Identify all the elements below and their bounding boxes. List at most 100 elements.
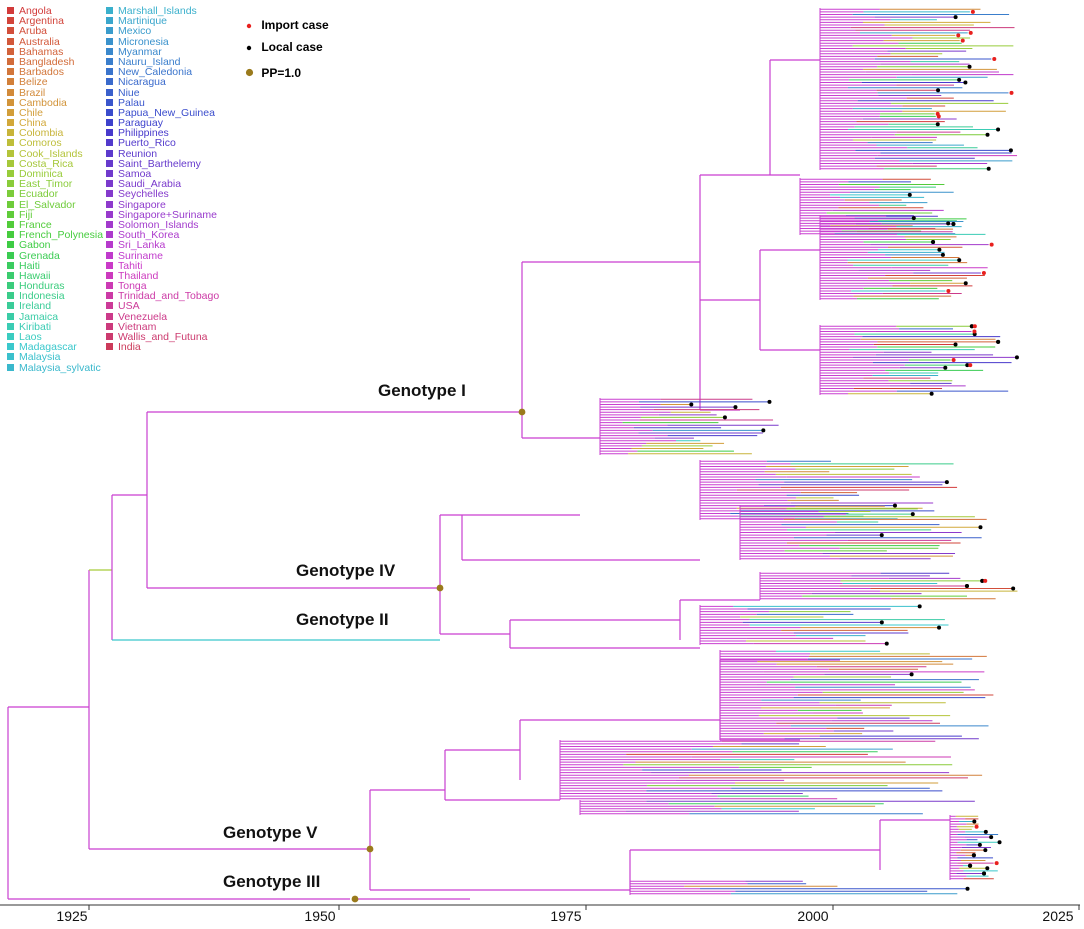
legend-label: Barbados — [19, 66, 64, 79]
legend-label: Colombia — [19, 127, 64, 140]
case-dot — [953, 342, 958, 347]
legend-label: Micronesia — [118, 35, 169, 48]
legend-label: Venezuela — [118, 310, 168, 323]
legend-label: Singapore — [118, 198, 166, 211]
legend-swatch-icon — [106, 170, 113, 177]
case-markers — [689, 9, 1019, 891]
case-dot — [983, 848, 988, 853]
g1-sub2 — [769, 59, 820, 176]
legend-label: Tahiti — [118, 259, 143, 272]
legend-label: Tonga — [118, 280, 147, 293]
legend-swatch-icon — [7, 68, 14, 76]
case-dot — [972, 324, 977, 329]
legend-swatch-icon — [7, 47, 14, 55]
g4-ii-split — [439, 588, 510, 635]
legend-swatch-icon — [7, 210, 14, 218]
legend-swatch-icon — [7, 119, 14, 127]
legend-label: Solomon_Islands — [118, 218, 199, 231]
legend-swatch-icon — [106, 210, 113, 218]
legend-label: Myanmar — [118, 45, 162, 58]
case-dot — [951, 358, 956, 362]
tick-label-1925: 1925 — [56, 908, 88, 924]
legend-item: Nicaragua — [106, 77, 219, 88]
case-dot — [1009, 90, 1014, 95]
legend-item: Kiribati — [7, 322, 103, 332]
legend-swatch-icon — [106, 200, 113, 208]
tick-label-1950: 1950 — [304, 908, 336, 924]
legend-label: East_Timor — [19, 178, 73, 191]
case-dot — [911, 216, 916, 221]
legend-label: Marshall_Islands — [118, 5, 197, 17]
legend-swatch-icon — [7, 159, 14, 167]
legend-label: Seychelles — [118, 188, 169, 201]
local-dot-icon — [240, 36, 258, 58]
case-dot — [956, 33, 961, 38]
case-dot — [1014, 355, 1019, 360]
legend-label: Wallis_and_Futuna — [118, 331, 208, 343]
root-branch — [7, 706, 350, 900]
legend-label: Madagascar — [19, 341, 77, 354]
case-dot — [985, 132, 990, 137]
legend-item: Dominica — [7, 169, 103, 179]
legend-label: Brazil — [19, 86, 46, 99]
legend-label: Sri_Lanka — [118, 239, 166, 252]
legend-swatch-icon — [7, 251, 14, 259]
genotype-ii-label: Genotype II — [296, 610, 389, 629]
legend-label: Belize — [19, 76, 48, 89]
legend-swatch-icon — [7, 241, 14, 249]
case-key: Import case Local case PP=1.0 — [240, 14, 329, 84]
legend-item: Micronesia — [106, 35, 219, 48]
case-dot — [985, 866, 990, 871]
legend-item: Bahamas — [7, 47, 103, 57]
case-dot — [983, 578, 988, 583]
case-dot — [946, 221, 951, 226]
legend-item: Myanmar — [106, 47, 219, 57]
legend-item: Honduras — [7, 281, 103, 291]
legend-label: Dominica — [19, 168, 63, 180]
g1-g4-split — [146, 411, 522, 589]
legend-swatch-icon — [106, 231, 113, 239]
legend-label: Ecuador — [19, 188, 59, 201]
legend-item: Madagascar — [7, 342, 103, 352]
legend-item: Bangladesh — [7, 57, 103, 67]
legend-item: Argentina — [7, 16, 103, 26]
legend-item: French_Polynesia — [7, 230, 103, 240]
case-dot — [940, 252, 945, 257]
legend-item: Indonesia — [7, 290, 103, 303]
legend-swatch-icon — [106, 292, 113, 300]
legend-item: Cook_Islands — [7, 148, 103, 159]
legend-label: Grenada — [19, 249, 60, 262]
pp-label: PP=1.0 — [261, 66, 302, 80]
legend-item: Saint_Barthelemy — [106, 159, 219, 169]
legend-label: French_Polynesia — [19, 229, 104, 242]
case-dot — [965, 886, 970, 891]
legend-label: Jamaica — [19, 310, 59, 323]
legend-item: Venezuela — [106, 310, 219, 323]
legend-item: Samoa — [106, 169, 219, 179]
legend-swatch-icon — [7, 363, 14, 371]
legend-item: India — [106, 342, 219, 352]
case-dot — [977, 842, 982, 847]
legend-swatch-icon — [7, 282, 14, 290]
genotype-v-label: Genotype V — [223, 823, 318, 842]
case-dot — [946, 288, 951, 293]
legend-label: Bangladesh — [19, 55, 75, 68]
legend-label: Indonesia — [19, 290, 65, 303]
case-dot — [931, 240, 936, 245]
legend-item: Aruba — [7, 26, 103, 37]
legend-label: Comoros — [19, 137, 62, 150]
legend-item: France — [7, 220, 103, 230]
legend-swatch-icon — [7, 7, 14, 14]
local-case-key: Local case — [240, 36, 329, 58]
legend-label: Puerto_Rico — [118, 137, 176, 150]
case-dot — [972, 819, 977, 824]
legend-swatch-icon — [106, 88, 113, 96]
tick-label-2000: 2000 — [797, 908, 829, 924]
legend-swatch-icon — [106, 27, 113, 35]
legend-label: Paraguay — [118, 117, 163, 130]
legend-item: Papua_New_Guinea — [106, 108, 219, 118]
legend-swatch-icon — [106, 129, 113, 137]
case-dot — [767, 399, 772, 404]
